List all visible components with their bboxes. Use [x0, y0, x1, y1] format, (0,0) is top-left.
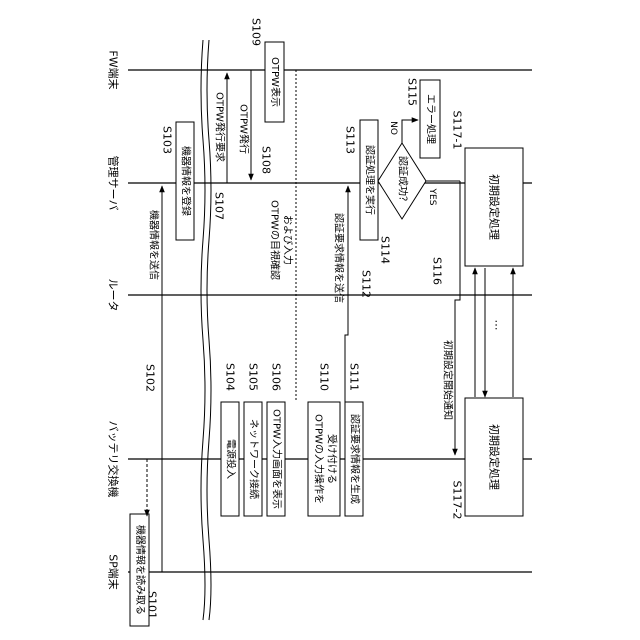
step-label-s117-2: 初期設定処理	[488, 424, 502, 490]
step-label-s111: 認証要求情報を生成	[349, 414, 362, 504]
step-id-s113: S113	[344, 126, 357, 154]
step-id-s112: S112	[360, 270, 373, 298]
label-yes: YES	[427, 188, 437, 206]
step-id-s104: S104	[224, 363, 237, 391]
step-label-s102: 機器情報を送信	[148, 210, 161, 280]
actor-sp-terminal: SP端末	[107, 554, 121, 590]
step-id-s117-1: S117-1	[451, 111, 464, 150]
step-label-s103: 機器情報を登録	[180, 146, 193, 216]
arrow-s116	[455, 181, 460, 455]
step-label-s104: 電源投入	[225, 439, 238, 479]
step-id-s101: S101	[146, 591, 159, 619]
step-id-s111: S111	[348, 363, 361, 391]
arrow-no-branch	[402, 120, 418, 143]
step-label-s107: OTPW発行要求	[214, 92, 227, 162]
step-id-s115: S115	[406, 78, 419, 106]
step-label-s101: 機器情報を読み取る	[134, 525, 147, 615]
step-label-s110-line1: OTPWの入力操作を	[313, 414, 326, 504]
step-id-s105: S105	[247, 363, 260, 391]
step-id-s102: S102	[144, 364, 157, 392]
step-label-s106: OTPW入力画面を表示	[271, 409, 284, 509]
step-label-s110-line2: 受け付ける	[326, 434, 339, 484]
actor-management-server: 管理サーバ	[107, 156, 121, 211]
annotation-otpw-confirm-line1: OTPWの目視確認	[269, 200, 282, 280]
ellipsis-more-exchanges: …	[493, 320, 506, 331]
step-label-s117-1: 初期設定処理	[488, 174, 502, 240]
step-id-s103: S103	[161, 126, 174, 154]
step-id-s116: S116	[431, 257, 444, 285]
step-id-s108: S108	[260, 146, 273, 174]
time-break	[201, 40, 211, 620]
step-label-s115: エラー処理	[425, 94, 438, 144]
actor-fw-terminal: FW端末	[107, 50, 121, 89]
step-id-s110: S110	[318, 363, 331, 391]
annotation-otpw-confirm-line2: および入力	[282, 215, 295, 265]
step-id-s114: S114	[379, 236, 392, 264]
step-label-s113: 認証処理を実行	[364, 145, 377, 215]
exchange-arrows	[475, 268, 513, 397]
step-label-s108: OTPW発行	[238, 104, 251, 154]
step-id-s107: S107	[213, 192, 226, 220]
step-label-s105: ネットワーク接続	[248, 419, 261, 499]
step-label-s112: 認証要求情報を送信	[333, 213, 346, 303]
label-no: NO	[388, 121, 398, 135]
actor-router: ルータ	[107, 279, 120, 312]
step-id-s109: S109	[250, 18, 263, 46]
actor-battery-exchanger: バッテリ交換機	[107, 421, 121, 498]
step-label-s116: 初期設定開始通知	[442, 340, 455, 420]
step-id-s117-2: S117-2	[451, 481, 464, 520]
step-id-s106: S106	[270, 363, 283, 391]
step-label-s109: OTPW表示	[269, 57, 282, 107]
step-label-s114: 認証成功？	[397, 156, 410, 206]
